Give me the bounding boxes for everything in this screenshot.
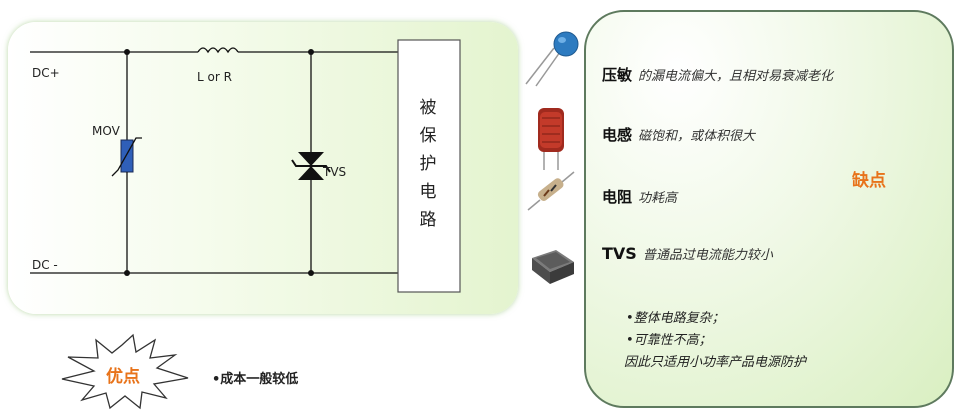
drawback-item-tvs: TVS 普通品过电流能力较小 <box>602 244 773 263</box>
node-dot <box>124 270 130 276</box>
summary-line: •可靠性不高； <box>626 333 712 348</box>
node-dot <box>308 49 314 55</box>
item-desc: 普通品过电流能力较小 <box>642 248 773 263</box>
resistor-icon <box>527 171 575 211</box>
node-dot <box>124 49 130 55</box>
tvs-triangle-bottom <box>298 166 324 180</box>
varistor-icon <box>525 31 579 87</box>
summary-line: •整体电路复杂； <box>626 311 725 326</box>
item-name: 压敏 <box>602 66 633 84</box>
item-name: TVS <box>602 244 637 263</box>
advantage-burst-label: 优点 <box>106 367 140 387</box>
series-element-label: L or R <box>197 70 232 84</box>
inductor-icon <box>538 108 564 170</box>
drawback-burst-label: 缺点 <box>852 171 886 191</box>
advantage-burst-shape <box>61 333 189 410</box>
tvs-bar <box>291 159 331 173</box>
node-dot <box>308 270 314 276</box>
item-name: 电感 <box>602 126 633 144</box>
advantage-text: •成本一般较低 <box>212 372 299 387</box>
drawback-item-resistor: 电阻功耗高 <box>602 186 677 207</box>
protected-char: 护 <box>419 154 437 174</box>
item-desc: 的漏电流偏大，且相对易衰减老化 <box>638 69 834 84</box>
drawbacks-panel <box>584 10 954 408</box>
protected-circuit-box <box>397 39 461 293</box>
tvs-label: TVS <box>323 165 347 179</box>
item-name: 电阻 <box>602 188 633 206</box>
tvs-triangle-top <box>298 152 324 166</box>
drawback-item-varistor: 压敏的漏电流偏大，且相对易衰减老化 <box>602 64 833 85</box>
mov-body <box>120 139 134 173</box>
mov-label: MOV <box>92 124 120 138</box>
summary-line: 因此只适用小功率产品电源防护 <box>624 355 807 370</box>
protected-char: 被 <box>419 98 437 118</box>
protected-circuit-label: 被 保 护 电 路 <box>402 94 454 234</box>
item-desc: 功耗高 <box>638 191 678 206</box>
drawback-item-inductor: 电感磁饱和，或体积很大 <box>602 124 755 145</box>
mov-slash <box>111 137 142 177</box>
inductor-symbol <box>197 47 239 54</box>
dc-plus-label: DC+ <box>32 66 60 80</box>
protected-char: 保 <box>419 126 437 146</box>
drawback-summary: •整体电路复杂； •可靠性不高； 因此只适用小功率产品电源防护 <box>624 308 807 374</box>
dc-minus-label: DC - <box>32 258 58 272</box>
tvs-package-icon <box>532 250 574 284</box>
item-desc: 磁饱和，或体积很大 <box>638 129 756 144</box>
protected-char: 路 <box>419 210 437 230</box>
protected-char: 电 <box>419 182 437 202</box>
